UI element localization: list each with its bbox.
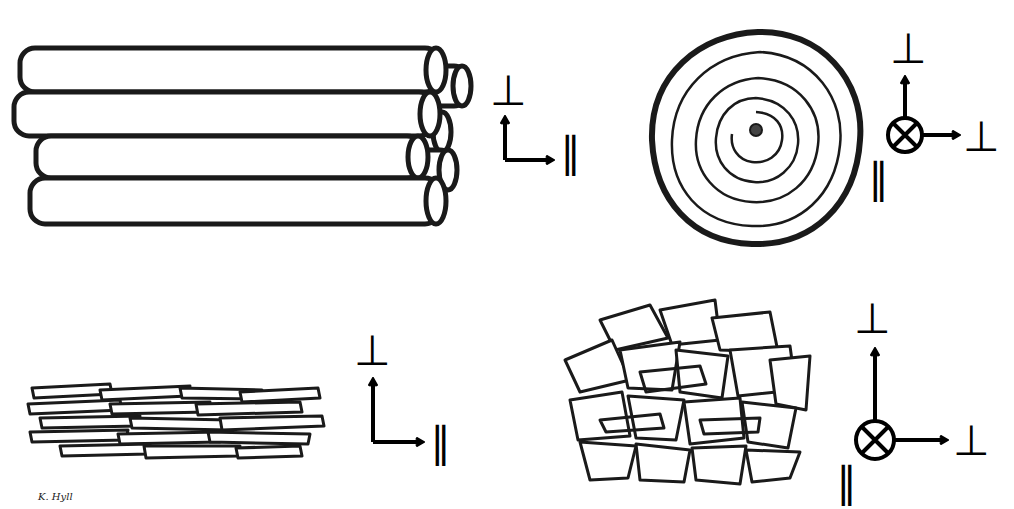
author-signature: K. Hyll xyxy=(38,492,73,502)
perpendicular-symbol: ⊥ xyxy=(963,116,1000,158)
perpendicular-symbol: ⊥ xyxy=(490,70,527,112)
axis-arrows xyxy=(373,78,958,459)
flake-layer xyxy=(28,384,324,458)
perpendicular-symbol: ⊥ xyxy=(890,28,927,70)
parallel-symbol: ∥ xyxy=(836,462,857,504)
log-bundle xyxy=(14,48,471,224)
perpendicular-symbol: ⊥ xyxy=(854,298,891,340)
parallel-symbol: ∥ xyxy=(430,422,451,464)
perpendicular-symbol: ⊥ xyxy=(953,420,990,462)
parallel-symbol: ∥ xyxy=(868,158,889,200)
perpendicular-symbol: ⊥ xyxy=(354,330,391,372)
log-cross-section xyxy=(652,32,860,244)
flake-pile xyxy=(565,300,810,484)
parallel-symbol: ∥ xyxy=(560,132,581,174)
